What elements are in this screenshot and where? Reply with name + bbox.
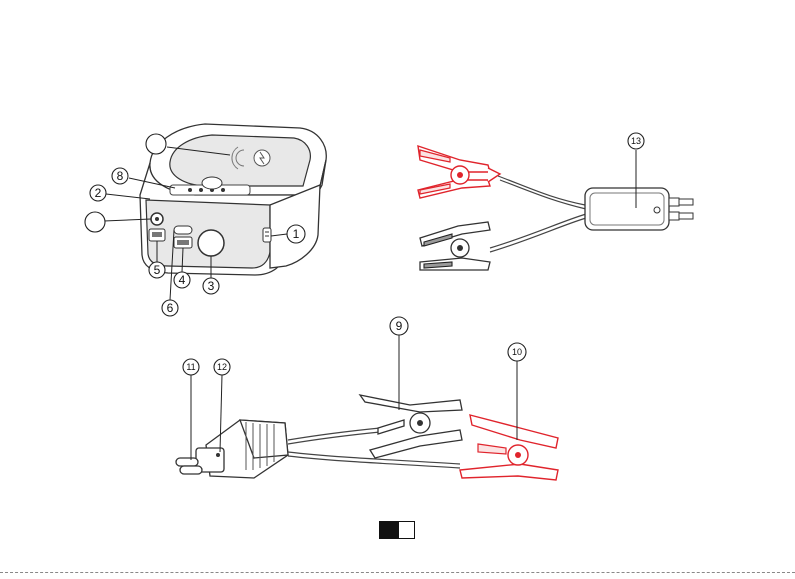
callout-4-label: 4 [179, 273, 186, 287]
red-clamp-top [418, 146, 500, 198]
callout-5-label: 5 [154, 263, 161, 277]
callout-12-label: 12 [217, 362, 227, 372]
red-clamp-bottom [460, 415, 558, 480]
callout-8-label: 8 [117, 169, 124, 183]
callout-14 [85, 212, 105, 232]
callout-1-label: 1 [293, 227, 300, 241]
callout-2-label: 2 [95, 186, 102, 200]
callout-6-label: 6 [167, 301, 174, 315]
flashlight [263, 228, 271, 242]
callout-7 [146, 134, 166, 154]
ec5-clamp-set [176, 395, 558, 480]
black-clamp-top [420, 222, 490, 270]
page-marker-white [398, 521, 415, 539]
callout-10-label: 10 [512, 347, 522, 357]
power-button[interactable] [202, 177, 222, 189]
callout-3-label: 3 [208, 279, 215, 293]
black-clamp-bottom [360, 395, 462, 458]
callout-13-label: 13 [631, 136, 641, 146]
callout-11-label: 11 [186, 362, 195, 372]
page-marker-black [379, 521, 398, 539]
callout-9-label: 9 [396, 319, 403, 333]
ec5-socket[interactable] [198, 230, 224, 256]
unit-top-panel [170, 135, 311, 186]
ec5-connector [176, 420, 288, 478]
smart-clamp-set [418, 146, 693, 270]
usb-c-port[interactable] [174, 226, 192, 234]
page-bottom-rule [0, 572, 795, 573]
